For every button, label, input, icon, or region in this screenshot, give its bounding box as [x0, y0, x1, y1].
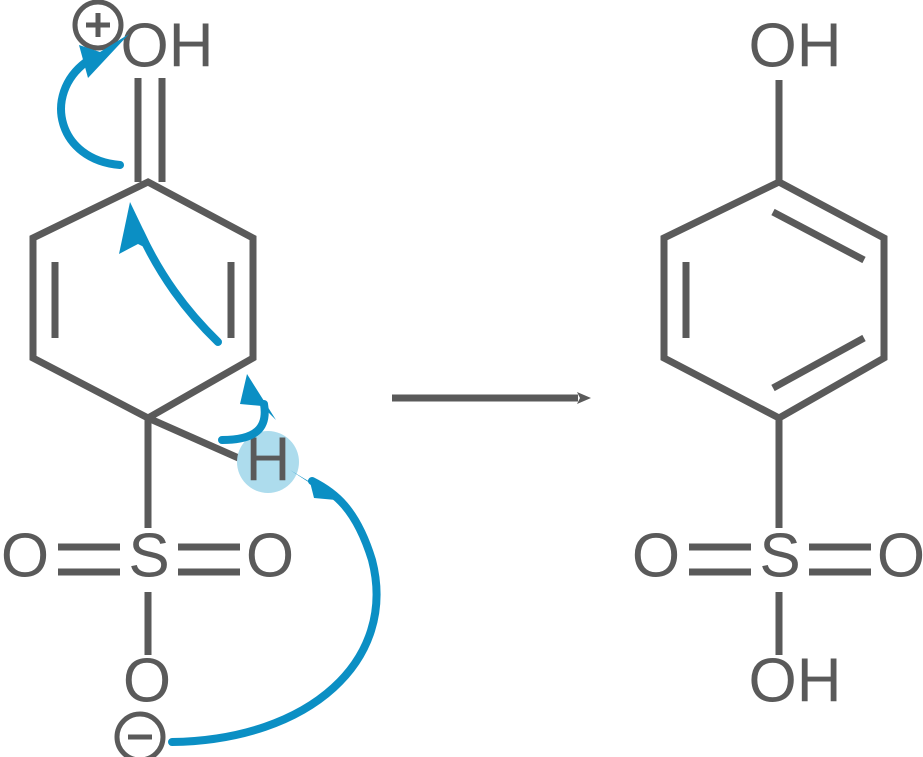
product-oxygen-right-label: O: [877, 521, 923, 590]
c-h-bond: [146, 414, 245, 464]
reactant-oxygen-left-label: O: [1, 521, 49, 590]
ring-double-bond-lines: [51, 262, 235, 338]
cyclohexadiene-ring: [29, 178, 257, 422]
sulfur-oxygen-left-double-bond: [58, 543, 120, 576]
sulfur-oxygen-right-double-bond: [178, 543, 240, 576]
mechanism-arrows: [57, 34, 381, 746]
minus-charge-circle: [114, 711, 166, 757]
carbonyl-double-bond: [134, 78, 166, 182]
product-structure: OH S O O OH: [632, 11, 923, 715]
arrow-ring-pi-to-carbonyl-carbon: [119, 202, 222, 346]
product-sulfur-oxygen-right-double-bond: [809, 543, 871, 576]
product-hydroxyl-bottom-label: OH: [749, 646, 842, 715]
arrow-carbonyl-to-oxocarbenium: [57, 34, 129, 169]
hydrogen-highlight-circle: [237, 431, 299, 493]
reactant-oxygen-right-label: O: [246, 521, 294, 590]
arrow-sulfonate-oxygen-to-hydrogen: [168, 470, 381, 746]
plus-charge-circle: [72, 0, 124, 51]
product-hydroxyl-top-label: OH: [749, 11, 842, 80]
reactant-structure: OH H S O O O: [1, 0, 299, 757]
benzene-ring: [660, 178, 888, 422]
reactant-oxygen-bottom-label: O: [123, 646, 171, 715]
reactant-hydroxyl-label: OH: [121, 11, 214, 80]
product-oxygen-left-label: O: [632, 521, 680, 590]
arrow-ch-sigma-to-ring: [218, 374, 276, 444]
reactant-sulfur-label: S: [128, 521, 169, 590]
product-sulfur-oxygen-left-double-bond: [689, 543, 751, 576]
benzene-inner-bond-lines: [682, 208, 866, 392]
product-sulfur-label: S: [759, 521, 800, 590]
